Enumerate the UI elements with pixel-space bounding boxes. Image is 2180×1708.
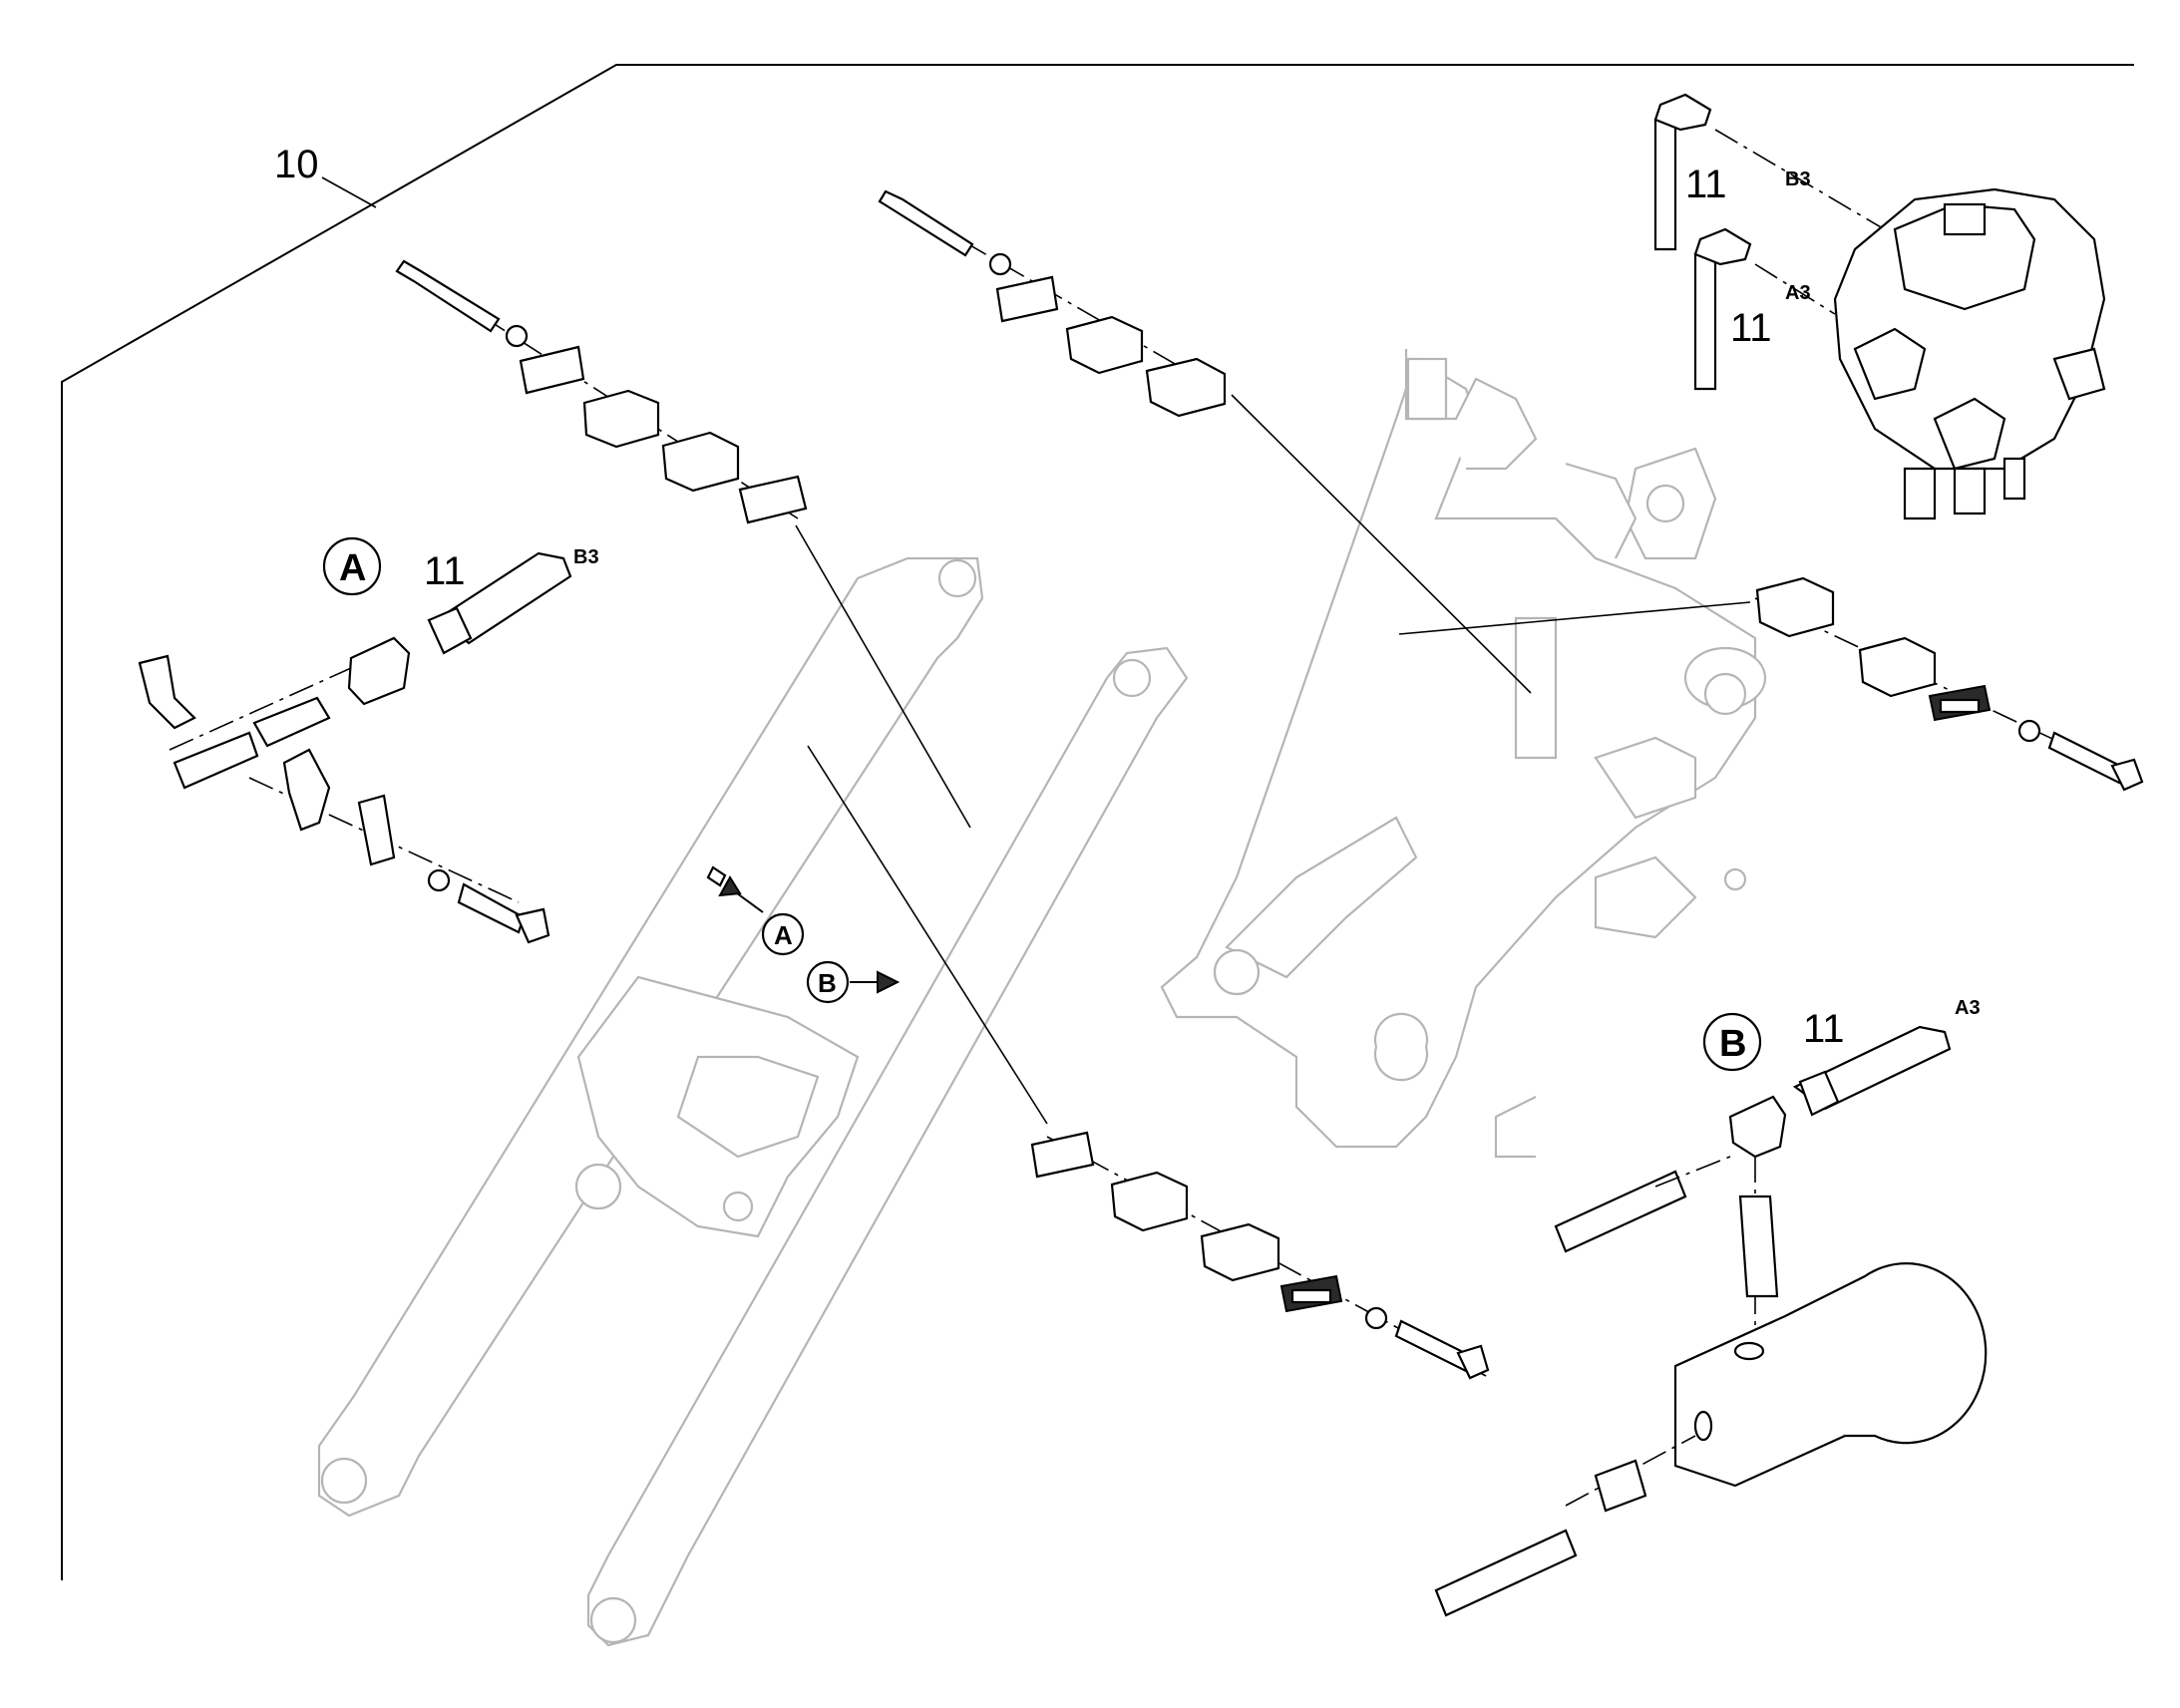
- direction-arrow: [877, 970, 901, 994]
- clamp-stack-1: [395, 259, 808, 524]
- hose-number-a: 11: [424, 549, 466, 593]
- view-callout-circle: [322, 536, 382, 596]
- leader-lines: [795, 394, 1751, 1125]
- view-b-label: B: [1719, 1023, 1746, 1065]
- view-callout-circle: [761, 912, 805, 956]
- view-a-label: A: [339, 547, 366, 589]
- loader-frame: [1160, 349, 1767, 1159]
- detail-view-b: B 11 A3: [1434, 997, 1988, 1617]
- port-a3-label-top: A3: [1785, 282, 1811, 304]
- clamp-stack-3: [1754, 576, 2144, 792]
- clamp-stack-4: [1030, 1131, 1490, 1380]
- view-callout-circle: [1702, 1012, 1762, 1072]
- arm-callout-a: A: [774, 920, 793, 950]
- port-a3-label-b: A3: [1955, 997, 1981, 1019]
- kit-bracket: 10: [61, 64, 2134, 1580]
- lift-arms: [317, 556, 1189, 1647]
- hose-number-top-2: 11: [1730, 306, 1772, 350]
- detail-view-a: A 11 B3: [138, 536, 599, 944]
- hose-pair-top: 11 B3 11 A3: [1653, 93, 1911, 391]
- view-callout-circle: [806, 960, 850, 1004]
- kit-number-label: 10: [274, 143, 319, 186]
- port-b3-label-a: B3: [573, 546, 599, 568]
- control-valve-pump: [1833, 187, 2106, 520]
- clamp-stack-2: [878, 189, 1228, 418]
- direction-arrow: [718, 875, 742, 897]
- hose-number-top-1: 11: [1685, 163, 1727, 206]
- hose-number-b: 11: [1803, 1007, 1845, 1051]
- on-arm-callouts: A B: [706, 865, 901, 1004]
- port-b3-label-top: B3: [1785, 169, 1811, 190]
- arm-callout-b: B: [818, 968, 837, 998]
